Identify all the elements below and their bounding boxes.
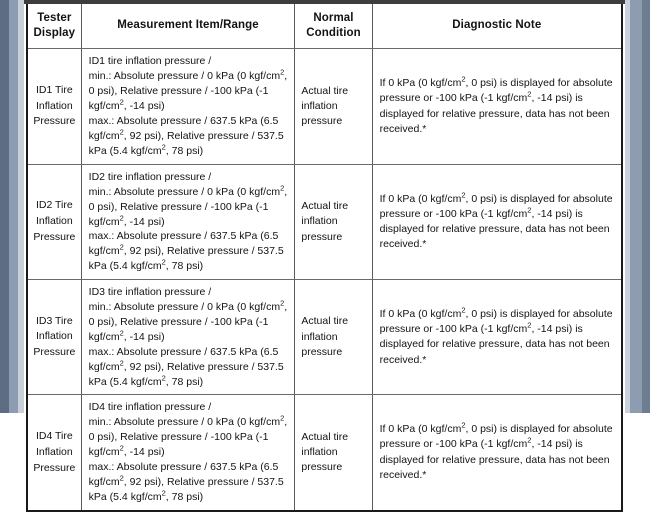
cell-tester-display: ID4 Tire Inflation Pressure — [27, 394, 82, 511]
normal-condition-line2: inflation — [301, 215, 338, 228]
column-header-diagnostic-note: Diagnostic Note — [372, 4, 622, 50]
cell-normal-condition: Actual tire inflation pressure — [294, 48, 373, 165]
table-row: ID1 Tire Inflation Pressure ID1 tire inf… — [27, 48, 622, 165]
cell-normal-condition: Actual tire inflation pressure — [294, 164, 373, 281]
tester-display-line3: Pressure — [33, 230, 76, 243]
scan-edge-left-light — [9, 0, 18, 413]
cell-normal-condition: Actual tire inflation pressure — [294, 394, 373, 511]
measurement-min: min.: Absolute pressure / 0 kPa (0 kgf/c… — [88, 413, 288, 459]
cell-measurement-range: ID4 tire inflation pressure / min.: Abso… — [81, 394, 296, 511]
tester-display-line3: Pressure — [33, 461, 76, 474]
scan-edge-right-dark — [642, 0, 650, 413]
cell-tester-display: ID1 Tire Inflation Pressure — [27, 48, 82, 165]
normal-condition-line3: pressure — [301, 345, 343, 358]
normal-condition-line1: Actual tire — [301, 200, 349, 213]
measurement-title: ID3 tire inflation pressure / — [88, 286, 212, 299]
normal-condition-line2: inflation — [301, 330, 338, 343]
scan-edge-left-pale — [18, 0, 24, 413]
tester-display-line2: Inflation — [35, 215, 73, 228]
measurement-min: min.: Absolute pressure / 0 kPa (0 kgf/c… — [88, 298, 288, 343]
table-row: ID2 Tire Inflation Pressure ID2 tire inf… — [27, 164, 622, 281]
normal-condition-line3: pressure — [301, 115, 343, 128]
column-header-tester-display-line1: Tester — [37, 12, 72, 24]
cell-normal-condition: Actual tire inflation pressure — [294, 279, 373, 396]
cell-diagnostic-note: If 0 kPa (0 kgf/cm2, 0 psi) is displayed… — [372, 164, 622, 281]
normal-condition-line2: inflation — [301, 100, 338, 112]
column-header-measurement-item: Measurement Item/Range — [81, 4, 296, 50]
normal-condition-line1: Actual tire — [301, 315, 349, 328]
column-header-tester-display-line2: Display — [33, 26, 76, 39]
tester-display-id: ID3 Tire — [35, 314, 73, 327]
measurement-max: max.: Absolute pressure / 637.5 kPa (6.5… — [88, 345, 284, 388]
cell-diagnostic-note: If 0 kPa (0 kgf/cm2, 0 psi) is displayed… — [372, 279, 622, 396]
tester-display-id: ID4 Tire — [35, 430, 73, 443]
measurement-max: max.: Absolute pressure / 637.5 kPa (6.5… — [88, 230, 284, 273]
scan-edge-left-dark — [0, 0, 9, 413]
cell-tester-display: ID3 Tire Inflation Pressure — [27, 279, 82, 396]
page-top-rule — [24, 0, 625, 4]
normal-condition-line2: inflation — [301, 446, 338, 459]
cell-measurement-range: ID1 tire inflation pressure / min.: Abso… — [81, 48, 296, 165]
measurement-min: min.: Absolute pressure / 0 kPa (0 kgf/c… — [88, 67, 288, 113]
cell-diagnostic-note: If 0 kPa (0 kgf/cm2, 0 psi) is displayed… — [372, 48, 622, 165]
table-row: ID4 Tire Inflation Pressure ID4 tire inf… — [27, 394, 622, 511]
tester-display-line3: Pressure — [33, 115, 76, 128]
cell-tester-display: ID2 Tire Inflation Pressure — [27, 164, 82, 281]
scan-edge-right-light — [630, 0, 642, 413]
measurement-title: ID2 tire inflation pressure / — [88, 170, 212, 183]
diagnostic-note-text: If 0 kPa (0 kgf/cm2, 0 psi) is displayed… — [379, 305, 613, 366]
cell-measurement-range: ID2 tire inflation pressure / min.: Abso… — [81, 164, 296, 281]
column-header-normal-condition-line1: Normal — [313, 12, 354, 24]
tester-display-line2: Inflation — [35, 99, 73, 112]
tester-display-line2: Inflation — [35, 445, 73, 458]
measurement-title: ID4 tire inflation pressure / — [88, 401, 212, 414]
cell-diagnostic-note: If 0 kPa (0 kgf/cm2, 0 psi) is displayed… — [372, 395, 622, 511]
tester-display-id: ID1 Tire — [35, 83, 73, 96]
measurement-min: min.: Absolute pressure / 0 kPa (0 kgf/c… — [88, 183, 288, 228]
diagnostic-note-text: If 0 kPa (0 kgf/cm2, 0 psi) is displayed… — [379, 420, 613, 481]
tester-display-line2: Inflation — [35, 330, 73, 343]
measurement-max: max.: Absolute pressure / 637.5 kPa (6.5… — [88, 115, 284, 157]
table-row: ID3 Tire Inflation Pressure ID3 tire inf… — [27, 279, 622, 396]
diagnostic-note-text: If 0 kPa (0 kgf/cm2, 0 psi) is displayed… — [379, 190, 613, 251]
tester-display-line3: Pressure — [33, 346, 76, 359]
diagnostic-note-text: If 0 kPa (0 kgf/cm2, 0 psi) is displayed… — [379, 74, 613, 135]
table-body: ID1 Tire Inflation Pressure ID1 tire inf… — [27, 48, 622, 511]
scan-edge-right-pale — [625, 0, 630, 413]
normal-condition-line1: Actual tire — [301, 84, 349, 97]
normal-condition-line3: pressure — [301, 461, 343, 474]
cell-measurement-range: ID3 tire inflation pressure / min.: Abso… — [81, 279, 296, 396]
measurement-title: ID1 tire inflation pressure / — [88, 55, 212, 68]
tester-display-id: ID2 Tire — [35, 199, 73, 212]
measurement-max: max.: Absolute pressure / 637.5 kPa (6.5… — [88, 461, 284, 503]
column-header-normal-condition-line2: Condition — [306, 26, 361, 39]
normal-condition-line3: pressure — [301, 230, 343, 243]
